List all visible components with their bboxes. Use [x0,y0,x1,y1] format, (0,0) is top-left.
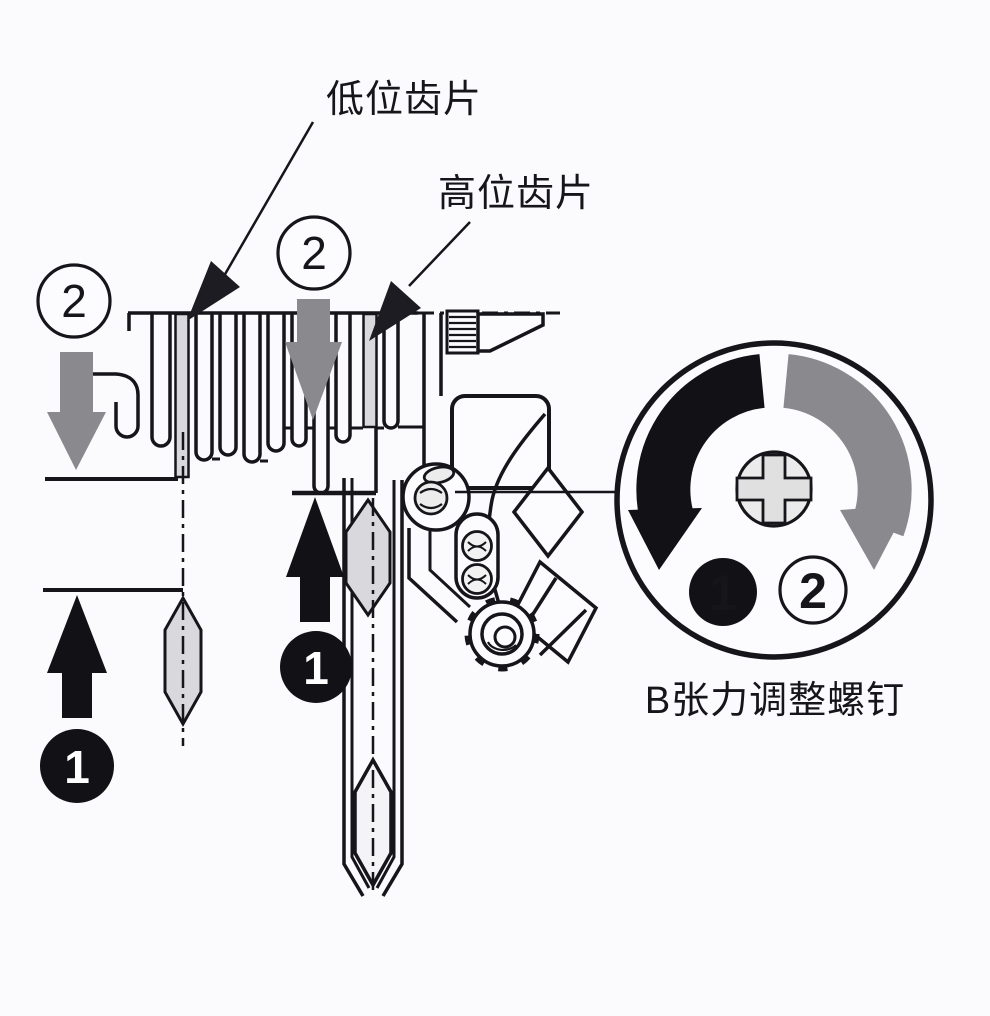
b-screw-head [413,480,449,516]
linkage-plate-lower [509,559,599,665]
mount-bracket [476,312,545,353]
label-high-gear: 高位齿片 [369,173,594,341]
link-plate-edge [407,528,459,624]
label-b-tension: B张力调整螺钉 [645,680,905,722]
sprocket-tooth [150,313,172,448]
hanger-hook [84,372,140,439]
direction-arrows [47,299,344,718]
cable-anchor-bolt [464,596,540,672]
low-gear-tooth-highlight [174,312,190,479]
link-plate-inner-edge [428,529,472,609]
guide-plate-outer-right [381,480,404,897]
b-tension-label-text: B张力调整螺钉 [645,680,905,722]
black-up-arrow-left [47,595,107,718]
high-gear-leader-line [408,221,471,287]
low-gear-label-text: 低位齿片 [326,79,482,121]
step-badge-2-left: 2 [36,263,112,339]
badge-1-left-number: 1 [64,741,90,793]
cw-rotation-arrowhead [840,505,908,570]
guide-plate-inner-right [375,480,396,889]
inset-badge-2: 2 [778,555,848,625]
phillips-screw-icon [735,450,813,528]
step-badge-1-left: 1 [40,729,114,803]
ccw-rotation-arrow-arc [636,354,766,537]
badge-1-middle-number: 1 [303,642,329,694]
inset-badge-1: 1 [689,558,757,626]
badge-2-middle-number: 2 [301,227,327,279]
sprocket-tooth [290,313,308,448]
b-screw-washer [422,465,456,485]
inset-badge-2-number: 2 [799,563,827,619]
label-low-gear: 低位齿片 [187,79,482,321]
sprocket-tooth [334,313,352,444]
b-tension-screw-callout [401,462,471,532]
chain-guide [163,432,404,897]
sprocket-tooth [382,313,400,430]
gray-down-arrow-left [47,352,106,470]
rear-derailleur [401,309,617,672]
b-screw-inset: 1 2 [614,340,934,660]
sprocket-tooth [194,313,214,462]
linkage-arm [538,608,588,657]
guide-plate-inner-left [350,478,371,889]
sprocket-tooth [218,313,238,457]
badge-2-left-number: 2 [61,275,87,327]
sprocket-tooth [266,313,286,453]
cw-rotation-arrow-arc [782,354,912,537]
jockey-tooth-upper [344,497,392,618]
guide-plate-outer-left [342,478,365,897]
low-gear-leader-arrowhead [187,261,240,321]
step-badge-1-middle: 1 [280,631,352,703]
high-gear-leader-arrowhead [369,281,421,341]
high-gear-tooth-highlight [362,312,378,429]
ccw-rotation-arrowhead [628,508,702,570]
low-gear-leader-line [222,121,315,277]
sprocket-tooth [242,313,262,464]
reference-lines [43,477,183,592]
linkage-plate-upper [511,465,585,559]
step-badge-2-middle: 2 [276,215,352,291]
black-up-arrow-middle [286,497,344,622]
inset-badge-1-number: 1 [709,565,737,621]
gray-down-arrow-middle [285,299,342,420]
adjustment-screw-slot [454,512,500,600]
derailleur-body [450,394,551,490]
axle-thread [445,309,480,355]
freehub-step-lines [212,425,424,463]
high-gear-label-text: 高位齿片 [438,173,594,215]
